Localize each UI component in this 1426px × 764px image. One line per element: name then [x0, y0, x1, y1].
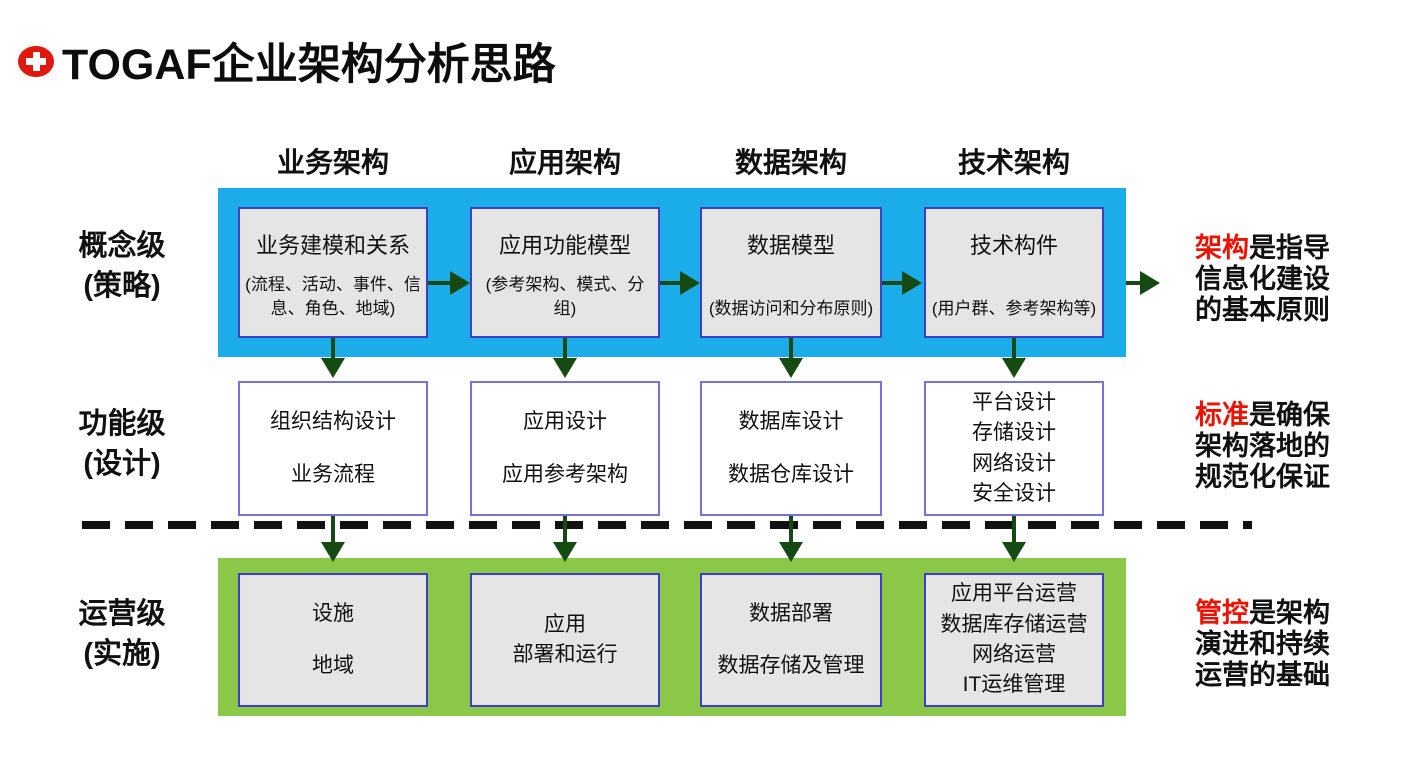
arrow-down-icon [553, 516, 577, 562]
box-title: 应用功能模型 [498, 233, 631, 258]
annotation-line: 规范化保证 [1195, 462, 1330, 492]
box-subtitle: (数据访问和分布原则) [708, 299, 874, 319]
box-line: 业务流程 [291, 462, 375, 486]
box-line: 网络运营 [972, 643, 1056, 666]
row-label-line: 运营级 [78, 598, 166, 630]
plus-bar-vertical [32, 52, 40, 71]
annotation-highlight: 架构 [1195, 233, 1249, 263]
annotation-highlight: 标准 [1195, 400, 1249, 430]
box-business-modeling: 业务建模和关系 (流程、活动、事件、信息、角色、地域) [238, 207, 428, 338]
row-label-line: 概念级 [78, 230, 166, 262]
box-line: 数据存储及管理 [717, 653, 865, 677]
box-line: 数据库设计 [738, 410, 844, 434]
box-line: 平台设计 [972, 390, 1056, 414]
column-header-application: 应用架构 [508, 147, 621, 178]
annotation-line: 运营的基础 [1195, 660, 1330, 690]
box-line: 地域 [312, 653, 354, 677]
annotation-highlight: 管控 [1195, 598, 1249, 628]
box-line: IT运维管理 [962, 673, 1066, 697]
box-app-deployment: 应用 部署和运行 [470, 573, 660, 707]
column-header-technology: 技术架构 [957, 147, 1070, 178]
annotation-line: 架构是指导 [1195, 233, 1423, 264]
row-label-function: 功能级 (设计) [52, 404, 192, 484]
box-title: 业务建模和关系 [255, 233, 410, 258]
box-title: 技术构件 [969, 233, 1058, 258]
row-label-line: (设计) [83, 448, 161, 481]
annotation-line: 管控是架构 [1195, 598, 1423, 629]
annotation-text: 是架构 [1249, 598, 1330, 628]
box-tech-components: 技术构件 (用户群、参考架构等) [924, 207, 1104, 338]
arrow-down-icon [779, 516, 803, 562]
arrow-right-exit-icon [1126, 271, 1160, 295]
box-data-deployment: 数据部署 数据存储及管理 [700, 573, 882, 707]
arrow-down-icon [321, 338, 345, 378]
box-data-model: 数据模型 (数据访问和分布原则) [700, 207, 882, 338]
column-header-data: 数据架构 [734, 147, 847, 178]
column-header-business: 业务架构 [276, 147, 389, 178]
box-line: 数据仓库设计 [728, 462, 854, 486]
box-line: 数据部署 [749, 601, 833, 625]
arrow-down-icon [1002, 338, 1026, 378]
annotation-line: 标准是确保 [1195, 400, 1423, 431]
box-line: 应用 [544, 612, 586, 636]
box-line: 存储设计 [972, 421, 1056, 445]
annotation-line: 信息化建设 [1195, 264, 1330, 294]
box-line: 安全设计 [972, 481, 1056, 505]
box-line: 数据库存储运营 [940, 612, 1088, 636]
box-line: 网络设计 [972, 451, 1056, 475]
box-line: 应用设计 [523, 410, 607, 434]
arrow-right-icon [428, 271, 470, 295]
arrow-down-icon [553, 338, 577, 378]
box-app-design: 应用设计 应用参考架构 [470, 381, 660, 516]
box-database-design: 数据库设计 数据仓库设计 [700, 381, 882, 516]
box-title: 数据模型 [746, 233, 835, 258]
box-subtitle: (参考架构、模式、分组) [485, 274, 645, 319]
box-line: 应用平台运营 [951, 582, 1077, 606]
box-subtitle: (用户群、参考架构等) [931, 299, 1097, 319]
arrow-down-icon [779, 338, 803, 378]
box-org-structure-design: 组织结构设计 业务流程 [238, 381, 428, 516]
annotation-control: 管控是架构 演进和持续 运营的基础 [1195, 598, 1423, 691]
arrow-right-icon [882, 271, 922, 295]
arrow-down-icon [1002, 516, 1026, 562]
row-label-concept: 概念级 (策略) [52, 226, 192, 306]
box-subtitle: (流程、活动、事件、信息、角色、地域) [245, 274, 421, 319]
annotation-line: 的基本原则 [1195, 295, 1330, 325]
annotation-text: 是确保 [1249, 400, 1330, 430]
box-line: 应用参考架构 [502, 462, 628, 486]
arrow-down-icon [321, 516, 345, 562]
box-facility-region: 设施 地域 [238, 573, 428, 707]
page-title: TOGAF企业架构分析思路 [62, 41, 556, 89]
arrow-right-icon [660, 271, 700, 295]
box-platform-design: 平台设计 存储设计 网络设计 安全设计 [924, 381, 1104, 516]
row-label-line: (策略) [83, 270, 161, 303]
annotation-architecture: 架构是指导 信息化建设 的基本原则 [1195, 233, 1423, 326]
row-label-line: 功能级 [78, 408, 166, 440]
box-line: 组织结构设计 [270, 410, 396, 434]
box-app-function-model: 应用功能模型 (参考架构、模式、分组) [470, 207, 660, 338]
box-platform-operations: 应用平台运营 数据库存储运营 网络运营 IT运维管理 [924, 573, 1104, 707]
annotation-line: 演进和持续 [1195, 629, 1330, 659]
annotation-text: 是指导 [1249, 233, 1330, 263]
row-label-operation: 运营级 (实施) [52, 594, 192, 674]
annotation-line: 架构落地的 [1195, 431, 1330, 461]
row-label-line: (实施) [83, 638, 161, 671]
box-line: 设施 [312, 601, 354, 625]
plus-circle-icon [18, 46, 54, 77]
dashed-divider-line [82, 521, 1252, 529]
annotation-standard: 标准是确保 架构落地的 规范化保证 [1195, 400, 1423, 493]
box-line: 部署和运行 [512, 643, 618, 666]
